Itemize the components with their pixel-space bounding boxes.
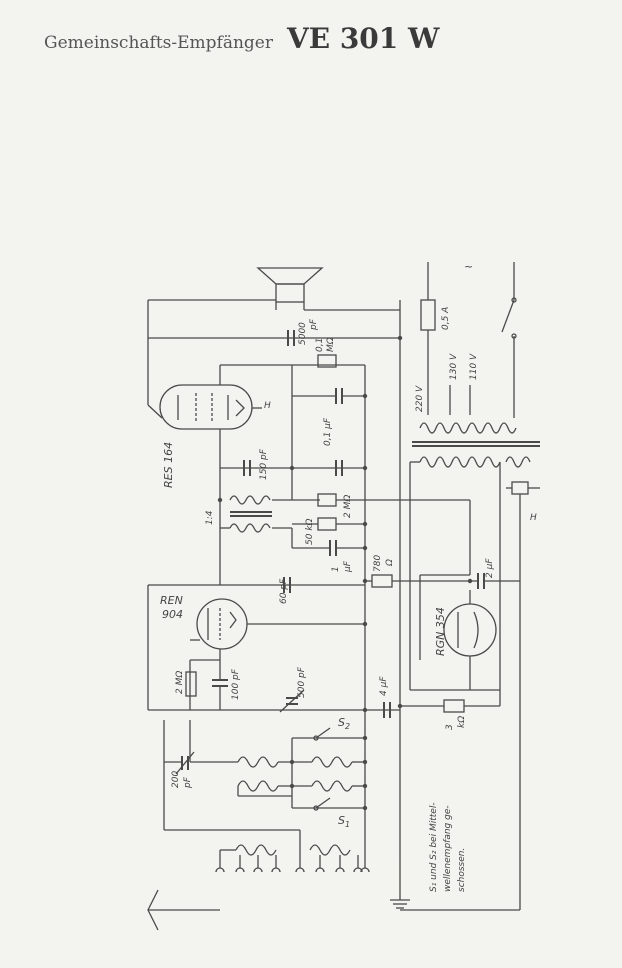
fuse <box>420 299 436 331</box>
label-fuse: 0,5 A <box>441 307 451 330</box>
resistor-2mohm <box>317 493 337 507</box>
label-ratio: 1:4 <box>205 510 215 525</box>
ground-icon <box>390 860 410 909</box>
antenna-terminals <box>215 867 363 873</box>
label-r01: 0,1 <box>315 338 325 352</box>
label-c1uf: 1 <box>331 566 341 572</box>
diagram-title: Gemeinschafts-Empfänger VE 301 W <box>44 22 439 62</box>
label-rgn354: RGN 354 <box>434 607 447 656</box>
hum-potentiometer <box>511 481 529 495</box>
power-transformer <box>412 422 540 468</box>
label-c4uf: 4 μF <box>379 676 389 696</box>
label-r01-unit: MΩ <box>326 337 336 352</box>
capacitor-1uf <box>329 540 337 556</box>
label-h2: H <box>530 513 537 523</box>
tube-res164 <box>159 384 253 430</box>
note-line-2: wellenempfang ge- <box>443 805 453 892</box>
resistor-0-1mohm <box>317 354 337 368</box>
coil-upper-right <box>311 756 353 792</box>
transformer-1-4 <box>229 495 272 533</box>
label-c5000: 5000 <box>298 322 308 345</box>
label-c1uf-unit: μF <box>343 560 353 573</box>
resistor-50kohm <box>317 517 337 531</box>
label-c60: 60 pF <box>279 578 289 604</box>
label-r50k: 50 kΩ <box>305 518 315 545</box>
label-ren: REN <box>160 594 183 607</box>
note-line-1: S₁ und S₂ bei Mittel- <box>429 802 439 892</box>
label-r3k: 3 <box>445 724 455 730</box>
title-subtitle: Gemeinschafts-Empfänger <box>44 33 273 53</box>
tube-rgn354 <box>443 603 497 657</box>
mains-switch <box>501 297 517 339</box>
label-v130: 130 V <box>449 353 459 380</box>
antenna-arrow-icon <box>147 889 220 931</box>
label-ac: ~ <box>464 260 473 273</box>
capacitor-0-1uf <box>335 460 343 476</box>
loudspeaker-icon <box>256 267 324 303</box>
label-r2m-b: 2 MΩ <box>175 671 185 694</box>
title-model: VE 301 W <box>287 22 440 55</box>
label-r3k-unit: kΩ <box>457 716 467 728</box>
label-904: 904 <box>162 608 183 621</box>
capacitor-2uf <box>477 573 485 589</box>
capacitor-60pf <box>283 577 291 593</box>
capacitor-100pf <box>212 679 228 687</box>
label-c2uf: 2 μF <box>485 558 495 578</box>
label-h1: H <box>264 401 271 411</box>
label-s2: S2 <box>338 716 350 731</box>
resistor-2mohm-grid <box>185 671 197 697</box>
coil-upper-left <box>237 756 279 792</box>
label-c500: 500 pF <box>297 666 307 698</box>
label-v110: 110 V <box>469 353 479 380</box>
capacitor-200pf-trimmer <box>175 751 195 775</box>
coil-antenna-right <box>309 844 351 856</box>
capacitor-5000pf <box>287 330 295 346</box>
label-r780-unit: Ω <box>385 559 395 567</box>
label-v220: 220 V <box>415 385 425 412</box>
label-c100: 100 pF <box>231 668 241 700</box>
label-r780: 780 <box>373 555 383 572</box>
label-s1: S1 <box>338 814 350 829</box>
note-line-3: schossen. <box>457 848 467 892</box>
capacitor-150pf <box>243 460 251 476</box>
tube-ren904 <box>196 598 248 650</box>
capacitor-500pf-variable <box>279 689 305 713</box>
capacitor-0-1uf-top <box>335 388 343 404</box>
label-r2m: 2 MΩ <box>343 495 353 518</box>
label-c01uf: 0,1 μF <box>323 417 333 446</box>
label-c200-unit: pF <box>183 776 193 789</box>
coil-antenna-left <box>235 844 277 856</box>
label-c200: 200 <box>171 771 181 788</box>
label-c150: 150 pF <box>259 448 269 480</box>
label-res164: RES 164 <box>162 442 175 488</box>
label-c5000-unit: pF <box>309 318 319 331</box>
resistor-3kohm <box>443 699 465 713</box>
resistor-780ohm <box>371 574 393 588</box>
capacitor-4uf <box>383 702 391 718</box>
